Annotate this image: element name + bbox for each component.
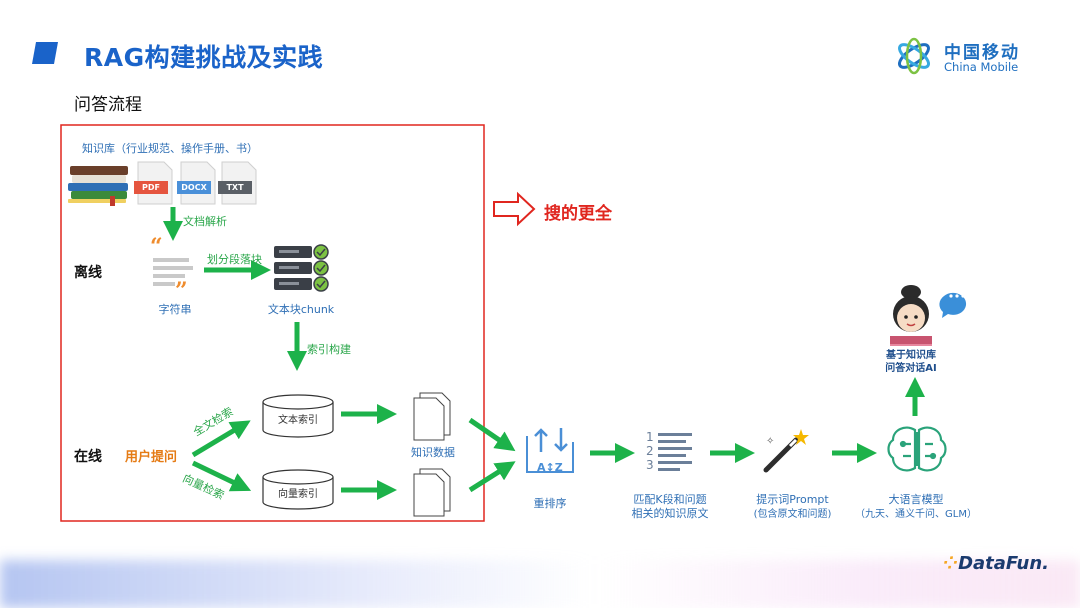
callout-text: 搜的更全	[544, 204, 612, 224]
chunk-label: 文本块chunk	[267, 303, 335, 316]
svg-text:2: 2	[646, 444, 654, 458]
string-document-icon: “ ”	[150, 234, 193, 304]
fulltext-search-arrow	[191, 420, 251, 458]
slide-title: RAG构建挑战及实践	[84, 43, 324, 72]
callout-arrow-icon	[493, 191, 536, 227]
prompt-label-line2: (包含原文和问题)	[753, 509, 832, 520]
vector-index-cylinder	[262, 469, 334, 510]
file-type-docx: DOCX	[181, 183, 207, 192]
datafun-logo-text: DataFun.	[958, 553, 1049, 574]
prompt-label-line1: 提示词Prompt	[756, 493, 829, 506]
data-bottom-to-rerank-arrow	[468, 461, 516, 493]
vector-search-arrow	[191, 460, 252, 492]
step-index-label: 索引构建	[307, 343, 351, 356]
string-label: 字符串	[158, 303, 192, 316]
title-accent-bar	[32, 42, 58, 64]
step-parse-label: 文档解析	[183, 215, 227, 228]
match-label-line1: 匹配K段和问题	[633, 493, 707, 506]
numbered-list-icon: 1 2 3	[646, 430, 692, 472]
books-icon	[68, 166, 128, 206]
file-type-pdf: PDF	[142, 183, 160, 192]
datafun-logo: ⁘DataFun.	[943, 553, 1049, 574]
section-subtitle: 问答流程	[74, 95, 142, 115]
data-top-to-rerank-arrow	[468, 417, 516, 452]
text-index-cylinder	[262, 394, 334, 438]
user-query-label: 用户提问	[125, 450, 178, 465]
knowledge-data-label: 知识数据	[411, 446, 455, 459]
brand-name-en: China Mobile	[944, 60, 1019, 74]
chunk-server-icon	[274, 244, 329, 292]
ai-label-line1: 基于知识库	[886, 350, 936, 361]
datafun-logo-dots-icon: ⁘	[943, 553, 959, 574]
match-label-line2: 相关的知识原文	[631, 507, 709, 520]
docx-file-icon	[177, 161, 216, 205]
rerank-icon: A↕Z	[526, 428, 574, 474]
step-chunk-label: 划分段落块	[207, 253, 262, 266]
knowledge-base-label: 知识库（行业规范、操作手册、书）	[82, 142, 258, 155]
pdf-file-icon	[134, 161, 173, 205]
llm-label-line2: （九天、通义千问、GLM）	[855, 509, 977, 520]
llm-label-line1: 大语言模型	[888, 493, 944, 506]
rerank-label: 重排序	[533, 497, 567, 510]
brand-name-cn: 中国移动	[944, 43, 1020, 63]
ai-label-line2: 问答对话AI	[885, 363, 937, 374]
text-index-label: 文本索引	[278, 415, 318, 426]
online-section-label: 在线	[74, 449, 102, 465]
chat-bubble-icon	[939, 292, 967, 318]
ai-assistant-avatar	[890, 285, 932, 346]
svg-text:“: “	[150, 234, 163, 260]
txt-file-icon	[218, 161, 257, 205]
file-type-txt: TXT	[226, 183, 244, 192]
magic-wand-icon: ✧	[763, 429, 809, 473]
svg-text:A↕Z: A↕Z	[537, 461, 563, 474]
offline-section-label: 离线	[74, 265, 102, 281]
brain-icon	[887, 426, 947, 472]
china-mobile-logo-icon	[898, 37, 930, 75]
footer-band	[0, 560, 1080, 608]
knowledge-docs-bottom-icon	[413, 468, 451, 517]
rag-frame	[60, 124, 485, 522]
svg-text:✧: ✧	[766, 436, 774, 447]
svg-text:”: ”	[175, 278, 188, 304]
svg-text:1: 1	[646, 430, 654, 444]
vector-index-label: 向量索引	[278, 489, 318, 500]
svg-text:3: 3	[646, 458, 654, 472]
knowledge-docs-top-icon	[413, 392, 451, 441]
